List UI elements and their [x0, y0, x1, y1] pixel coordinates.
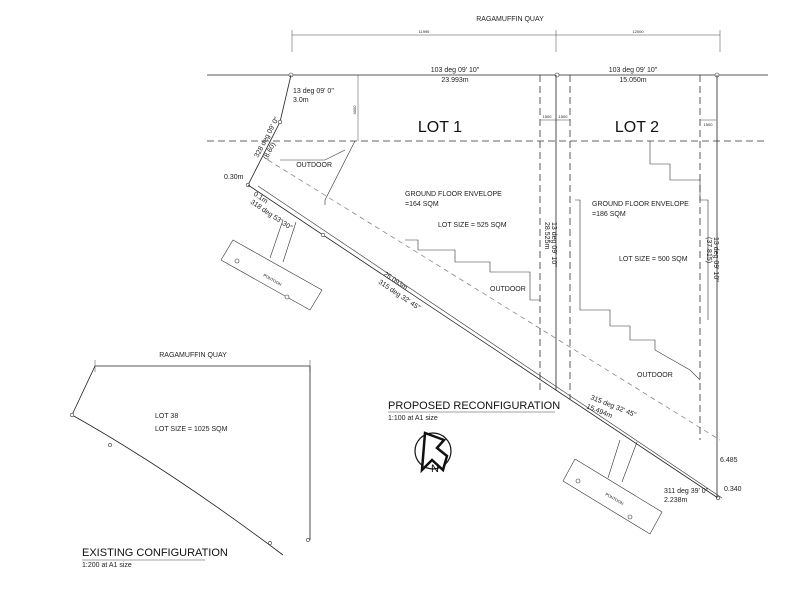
upper-pontoon: PONTOON — [220, 219, 323, 311]
diag-bearing-b: 318 deg 53' 30" — [249, 199, 294, 232]
lot1-envelope-label: GROUND FLOOR ENVELOPE — [405, 191, 502, 198]
survey-peg — [108, 443, 112, 447]
shared-setback-dim-a: 1500 — [543, 114, 553, 119]
lot1-outdoor-lower: OUTDOOR — [490, 286, 526, 293]
existing-title: EXISTING CONFIGURATION — [82, 547, 228, 559]
offset-a: 0.30m — [224, 174, 244, 181]
lot1-envelope: OUTDOOR GROUND FLOOR ENVELOPE =164 SQM L… — [280, 140, 540, 301]
pontoon-pile — [627, 514, 633, 520]
survey-peg — [69, 412, 75, 418]
survey-peg — [320, 232, 326, 238]
lot1-envelope-area: =164 SQM — [405, 201, 439, 208]
north-arrow-icon: N — [414, 431, 452, 475]
street-dimension: RAGAMUFFIN QUAY 11995 12000 — [291, 16, 721, 52]
left-boundary-length: 3.0m — [293, 97, 309, 104]
lot2-envelope-area: =186 SQM — [592, 211, 626, 218]
survey-peg — [306, 538, 310, 542]
end-dim: 6.485 — [720, 457, 738, 464]
lot2-setback-dim: 1500 — [704, 122, 714, 127]
lot1-setback-dim: 4000 — [352, 105, 357, 115]
existing-lot38: RAGAMUFFIN QUAY LOT 38 LOT SIZE = 1025 S… — [69, 352, 311, 556]
north-letter: N — [431, 463, 439, 475]
existing-scale: 1:200 at A1 size — [82, 562, 132, 569]
existing-street-label: RAGAMUFFIN QUAY — [159, 352, 227, 359]
lot1-frontage-bearing: 103 deg 09' 10" — [431, 67, 480, 74]
east-boundary: 13 deg 09' 10" (37.815) 6.485 0.340 311 … — [664, 75, 742, 504]
rear-boundary: 0.1m 318 deg 53' 30" 25.093m 315 deg 32'… — [247, 159, 723, 501]
lot1-lot-size: LOT SIZE = 525 SQM — [438, 222, 507, 229]
lot1-title: LOT 1 — [418, 119, 462, 136]
lot2-envelope-label: GROUND FLOOR ENVELOPE — [592, 201, 689, 208]
lot1-frontage-length: 23.993m — [441, 77, 468, 84]
shared-boundary: 13 deg 09' 10" 28.525m — [539, 75, 571, 400]
lot2-outdoor: OUTDOOR — [637, 372, 673, 379]
end-length: 2.238m — [664, 497, 688, 504]
lot2-frontage-length: 15.050m — [619, 77, 646, 84]
survey-peg — [268, 541, 272, 545]
lot38-size: LOT SIZE = 1025 SQM — [155, 426, 228, 433]
right-length: (37.815) — [705, 237, 712, 263]
proposed-scale: 1:100 at A1 size — [388, 415, 438, 422]
pontoon-pile — [234, 258, 240, 264]
survey-peg — [277, 119, 283, 125]
pontoon-pile — [575, 478, 581, 484]
proposed-title: PROPOSED RECONFIGURATION — [388, 400, 560, 412]
end-bearing: 311 deg 39' 0" — [664, 488, 709, 495]
street-dim-right: 12000 — [632, 29, 644, 34]
shared-length: 28.525m — [543, 222, 550, 249]
lot2-title: LOT 2 — [615, 119, 659, 136]
street-label: RAGAMUFFIN QUAY — [476, 16, 544, 23]
pontoon-pile — [284, 294, 290, 300]
shared-bearing: 13 deg 09' 10" — [550, 222, 557, 267]
lot2-envelope: GROUND FLOOR ENVELOPE =186 SQM LOT SIZE … — [575, 141, 709, 381]
setback-dimensions: 4000 1500 1500 1500 — [352, 75, 716, 141]
lot2-frontage-bearing: 103 deg 09' 10" — [609, 67, 658, 74]
lot2-lot-size: LOT SIZE = 500 SQM — [619, 256, 688, 263]
west-boundary: 13 deg 09' 0" 3.0m 328 deg 09' 0" (8.60)… — [224, 74, 334, 188]
left-boundary-bearing: 13 deg 09' 0" — [293, 88, 334, 95]
end-offset: 0.340 — [724, 486, 742, 493]
street-dim-left: 11995 — [419, 29, 431, 34]
lower-pontoon: PONTOON — [562, 439, 663, 535]
shared-setback-dim-b: 1500 — [559, 114, 569, 119]
lot38-title: LOT 38 — [155, 413, 178, 420]
right-bearing: 13 deg 09' 10" — [712, 237, 719, 282]
lot1-outdoor-upper: OUTDOOR — [296, 162, 332, 169]
lower-pontoon-label: PONTOON — [605, 492, 625, 506]
